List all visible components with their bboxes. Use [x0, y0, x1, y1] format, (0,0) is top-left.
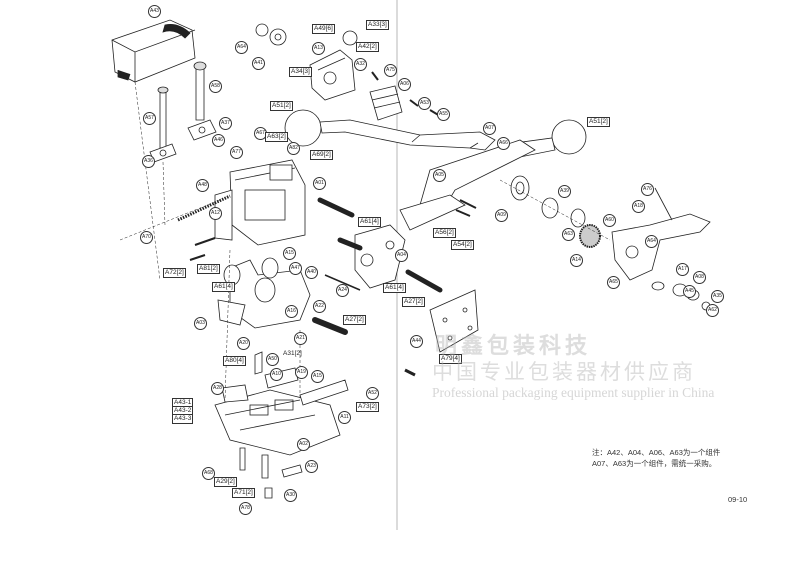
part-label: A57: [143, 112, 156, 125]
part-label: A09: [495, 209, 508, 222]
part-label: A13: [312, 42, 325, 55]
part-label: A63[2]: [265, 132, 288, 142]
part-label: A43: [148, 5, 161, 18]
part-label: A37: [219, 117, 232, 130]
part-label: A29[2]: [214, 477, 237, 487]
part-label: A54[2]: [451, 240, 474, 250]
page-number: 09-10: [728, 495, 748, 504]
part-label: A48: [196, 179, 209, 192]
part-label: A61[4]: [358, 217, 381, 227]
part-label: A72[2]: [163, 268, 186, 278]
part-label: A81[2]: [197, 264, 220, 274]
part-label: A15: [311, 370, 324, 383]
part-label: A61[4]: [383, 283, 406, 293]
part-label: A44: [410, 335, 423, 348]
part-label: A65: [607, 276, 620, 289]
part-label: A76: [641, 183, 654, 196]
part-label: A42[2]: [356, 42, 379, 52]
part-label: A12: [209, 207, 222, 220]
part-label: A46: [212, 134, 225, 147]
part-label: A17: [676, 263, 689, 276]
part-label: A08: [693, 271, 706, 284]
part-label: A06: [398, 78, 411, 91]
part-label: A82: [287, 142, 300, 155]
part-label: A80[4]: [223, 356, 246, 366]
part-label: A41: [252, 57, 265, 70]
part-label: A11: [338, 411, 351, 424]
part-label: A51[2]: [270, 101, 293, 111]
part-label: A64: [645, 235, 658, 248]
part-label: A02: [297, 438, 310, 451]
part-label: A53: [418, 97, 431, 110]
part-label: A24: [336, 284, 349, 297]
part-label: A32: [354, 58, 367, 71]
part-label: A77: [230, 146, 243, 159]
part-label: A66: [497, 137, 510, 150]
assembly-note-line2: A07、A63为一个组件，需统一采购。: [592, 459, 717, 468]
part-label: A70: [140, 231, 153, 244]
part-label: A52: [366, 387, 379, 400]
part-label: A39: [558, 185, 571, 198]
part-label: A43-3: [172, 414, 194, 424]
part-label: A19: [295, 366, 308, 379]
watermark-company-name: 明鑫包装科技: [435, 333, 592, 358]
part-label: A34[3]: [289, 67, 312, 77]
part-label: A63: [562, 228, 575, 241]
part-label: A07: [483, 122, 496, 135]
part-label: A14: [570, 254, 583, 267]
part-label: A30: [284, 489, 297, 502]
part-label: A64: [235, 41, 248, 54]
part-label: A78: [239, 502, 252, 515]
part-label: A50: [266, 353, 279, 366]
part-label: A33[3]: [366, 20, 389, 30]
part-label: A27[2]: [402, 297, 425, 307]
part-label: A15: [283, 247, 296, 260]
part-label: A55: [437, 108, 450, 121]
watermark-tagline-en: Professional packaging equipment supplie…: [432, 385, 715, 400]
part-label: A45: [683, 285, 696, 298]
part-label: A35: [711, 290, 724, 303]
part-label: A47: [289, 262, 302, 275]
part-label: A79[4]: [439, 354, 462, 364]
part-label: A03: [194, 317, 207, 330]
part-label: A62: [706, 304, 719, 317]
part-label: A22: [313, 300, 326, 313]
part-label: A23: [305, 460, 318, 473]
part-label: A01: [313, 177, 326, 190]
part-label: A56[2]: [433, 228, 456, 238]
part-label: A31[2]: [283, 350, 302, 357]
assembly-note-line1: 注：A42、A04、A06、A63为一个组件: [592, 448, 721, 457]
part-label: A51[2]: [587, 117, 610, 127]
part-label: A61[4]: [212, 282, 235, 292]
part-label: A49[6]: [312, 24, 335, 34]
part-label: A40: [305, 266, 318, 279]
part-label: A58: [209, 80, 222, 93]
part-label: A20: [237, 337, 250, 350]
part-label: A71[2]: [232, 488, 255, 498]
part-label: A60: [603, 214, 616, 227]
watermark-tagline-cn: 中国专业包装器材供应商: [432, 360, 696, 384]
part-label: A10: [270, 368, 283, 381]
part-label: A28: [211, 382, 224, 395]
part-label: A36: [142, 155, 155, 168]
part-label: A18: [632, 200, 645, 213]
part-label: A04: [395, 249, 408, 262]
part-label: A27[2]: [343, 315, 366, 325]
part-label: A75: [384, 64, 397, 77]
part-label: A73[2]: [356, 402, 379, 412]
part-label: A16: [285, 305, 298, 318]
part-label: A68: [202, 467, 215, 480]
part-label: A21: [294, 332, 307, 345]
part-label: A05: [433, 169, 446, 182]
part-label: A69[2]: [310, 150, 333, 160]
